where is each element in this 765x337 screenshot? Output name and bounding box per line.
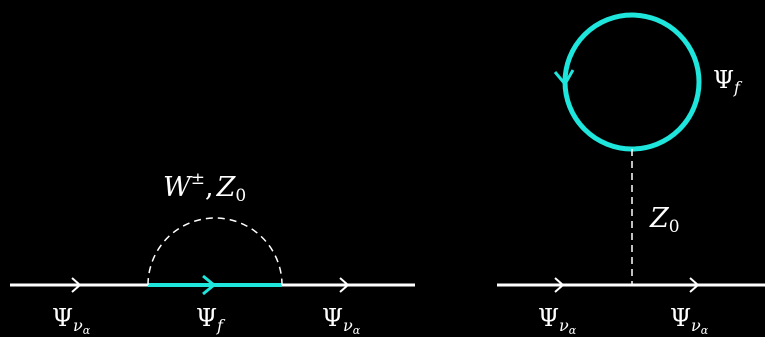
- self-energy-diagram: W±,Z0 Ψνα Ψf Ψνα: [10, 169, 415, 337]
- incoming-neutrino-label: Ψνα: [52, 304, 91, 337]
- outgoing-neutrino-arrow-icon: [339, 277, 350, 293]
- fermion-loop: [562, 12, 702, 152]
- internal-fermion-label: Ψf: [196, 304, 226, 335]
- outgoing-neutrino-label: Ψνα: [670, 304, 709, 337]
- incoming-neutrino-arrow-icon: [71, 277, 82, 293]
- tadpole-diagram: Ψf Z0 Ψνα Ψνα: [497, 12, 765, 337]
- internal-fermion-arrow-icon: [202, 274, 217, 296]
- fermion-loop-arrow-icon: [553, 69, 575, 87]
- outgoing-neutrino-label: Ψνα: [322, 304, 361, 337]
- boson-propagator-arc: [147, 217, 283, 286]
- z0-boson-label: Z0: [649, 203, 680, 237]
- incoming-neutrino-label: Ψνα: [538, 304, 577, 337]
- loop-fermion-label: Ψf: [713, 66, 743, 97]
- outgoing-neutrino-arrow-icon: [689, 277, 700, 293]
- boson-label: W±,Z0: [163, 169, 246, 206]
- incoming-neutrino-arrow-icon: [554, 277, 565, 293]
